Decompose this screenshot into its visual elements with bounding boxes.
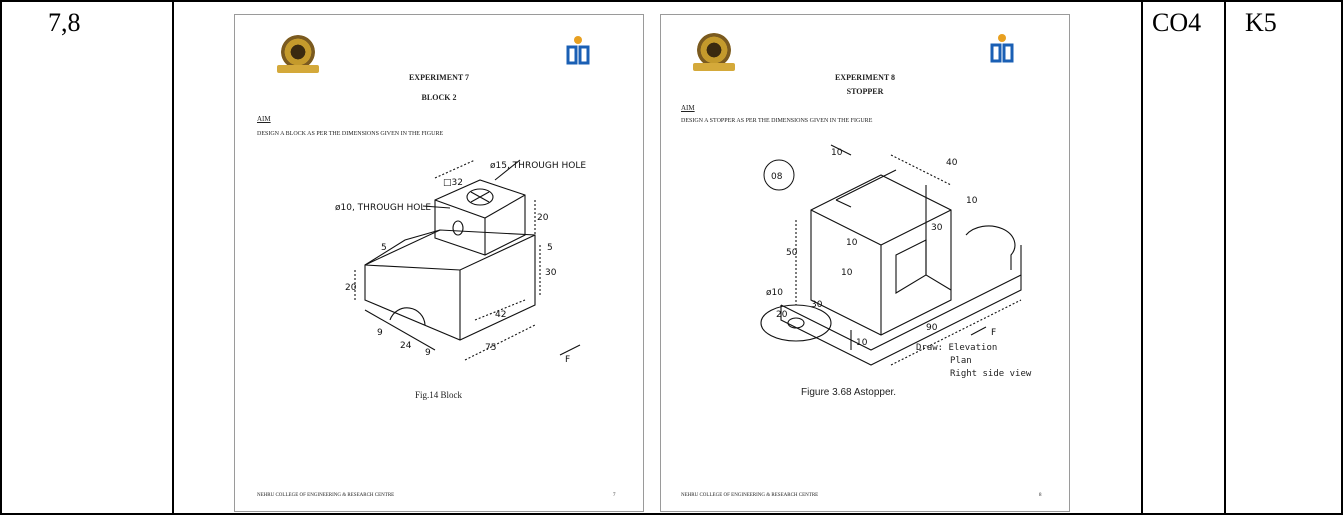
svg-text:ø10, THROUGH HOLE: ø10, THROUGH HOLE — [335, 203, 431, 213]
svg-text:10: 10 — [856, 338, 868, 348]
svg-text:20: 20 — [776, 310, 788, 320]
svg-text:F: F — [991, 328, 996, 338]
aim-text: DESIGN A STOPPER AS PER THE DIMENSIONS G… — [681, 118, 873, 124]
svg-text:5: 5 — [547, 243, 553, 253]
svg-text:9: 9 — [425, 348, 431, 358]
aim-text: DESIGN A BLOCK AS PER THE DIMENSIONS GIV… — [257, 131, 444, 137]
experiment-title: STOPPER — [846, 87, 884, 96]
experiment-7-page-image: EXPERIMENT 7 BLOCK 2 AIM DESIGN A BLOCK … — [234, 14, 644, 512]
draw-instruction: Draw: Elevation — [916, 343, 998, 353]
svg-text:42: 42 — [495, 310, 506, 320]
block-dimension-labels: ø15, THROUGH HOLE ø10, THROUGH HOLE □32 … — [335, 161, 586, 365]
page-number: 8 — [1039, 493, 1042, 498]
svg-text:□32: □32 — [443, 178, 463, 188]
figure-caption: Figure 3.68 Astopper. — [801, 387, 897, 398]
svg-text:10: 10 — [841, 268, 853, 278]
svg-text:75: 75 — [485, 343, 496, 353]
column-divider — [172, 2, 174, 513]
knowledge-level-cell: K5 — [1245, 8, 1277, 37]
svg-text:10: 10 — [831, 148, 843, 158]
svg-text:20: 20 — [345, 283, 357, 293]
university-logo-icon — [990, 34, 1014, 63]
stopper-dimension-labels: 08 10 40 10 50 10 30 10 ø10 20 30 10 90 … — [766, 148, 996, 348]
svg-text:ø10: ø10 — [766, 288, 783, 298]
svg-text:9: 9 — [377, 328, 383, 338]
svg-text:40: 40 — [946, 158, 958, 168]
aim-label: AIM — [681, 104, 695, 112]
svg-text:30: 30 — [931, 223, 943, 233]
column-divider — [1141, 2, 1143, 513]
draw-side-view: Right side view — [950, 369, 1032, 379]
draw-plan: Plan — [950, 356, 972, 366]
page-footer: NEHRU COLLEGE OF ENGINEERING & RESEARCH … — [257, 493, 395, 498]
experiment-8-page-image: EXPERIMENT 8 STOPPER AIM DESIGN A STOPPE… — [660, 14, 1070, 512]
svg-text:08: 08 — [771, 172, 783, 182]
page-number: 7 — [613, 493, 616, 498]
experiment-numbers-cell: 7,8 — [48, 8, 81, 37]
stopper-isometric-drawing — [760, 144, 1022, 366]
block-isometric-drawing — [354, 159, 581, 361]
svg-text:50: 50 — [786, 248, 798, 258]
svg-text:F: F — [565, 355, 570, 365]
svg-text:30: 30 — [811, 300, 823, 310]
page-footer: NEHRU COLLEGE OF ENGINEERING & RESEARCH … — [681, 493, 819, 498]
svg-text:ø15, THROUGH HOLE: ø15, THROUGH HOLE — [490, 161, 586, 171]
svg-text:10: 10 — [846, 238, 858, 248]
aim-label: AIM — [257, 115, 271, 123]
experiment-heading: EXPERIMENT 7 — [408, 73, 470, 82]
university-logo-icon — [566, 36, 590, 65]
svg-text:90: 90 — [926, 323, 938, 333]
svg-text:24: 24 — [400, 341, 412, 351]
svg-text:30: 30 — [545, 268, 557, 278]
experiment-title: BLOCK 2 — [421, 93, 457, 102]
course-outcome-cell: CO4 — [1152, 8, 1202, 37]
column-divider — [1224, 2, 1226, 513]
svg-text:10: 10 — [966, 196, 978, 206]
figure-caption: Fig.14 Block — [415, 390, 463, 400]
experiment-heading: EXPERIMENT 8 — [834, 73, 896, 82]
svg-text:5: 5 — [381, 243, 387, 253]
svg-text:20: 20 — [537, 213, 549, 223]
